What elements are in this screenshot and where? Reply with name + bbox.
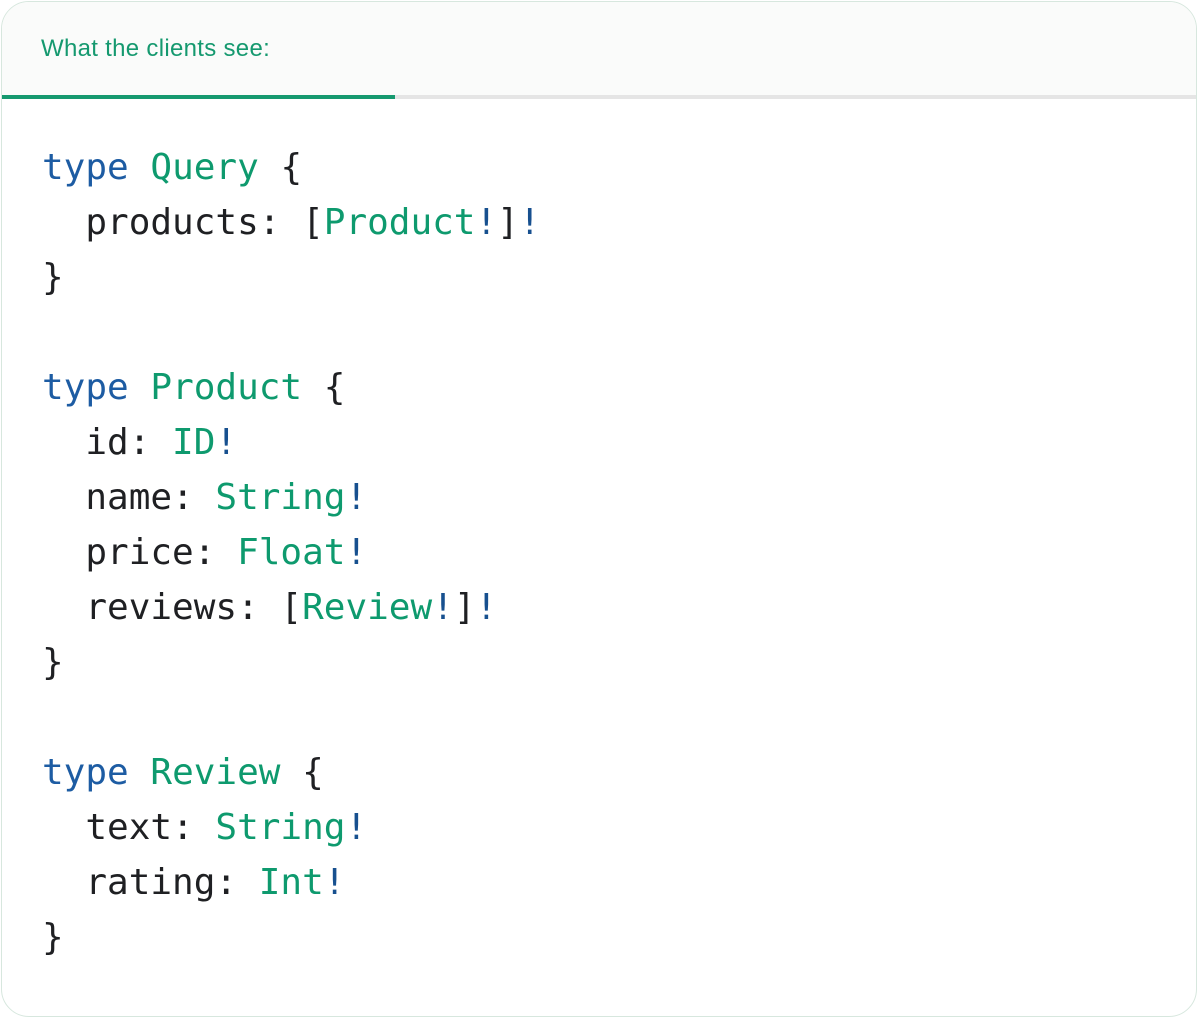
code-token-plain xyxy=(129,147,151,188)
code-line: type Query { xyxy=(42,140,541,195)
code-token-plain: } xyxy=(42,642,64,683)
code-token-type: Float xyxy=(237,532,346,573)
code-line: } xyxy=(42,635,541,690)
code-token-plain xyxy=(129,752,151,793)
code-line: } xyxy=(42,250,541,305)
code-token-plain xyxy=(129,367,151,408)
code-token-plain: { xyxy=(302,367,346,408)
code-line: rating: Int! xyxy=(42,855,541,910)
code-line: type Product { xyxy=(42,360,541,415)
code-token-type: Product xyxy=(323,202,476,243)
tab-bar: What the clients see: xyxy=(2,2,1196,99)
code-line: price: Float! xyxy=(42,525,541,580)
code-line: } xyxy=(42,910,541,965)
code-line: id: ID! xyxy=(42,415,541,470)
code-token-plain: products: [ xyxy=(42,202,324,243)
code-token-kw: type xyxy=(42,752,129,793)
code-token-plain: { xyxy=(258,147,303,188)
code-token-bang: ! xyxy=(432,587,454,628)
code-token-type: Review xyxy=(150,752,281,793)
code-token-plain: ] xyxy=(453,587,476,628)
tab-what-clients-see[interactable]: What the clients see: xyxy=(41,35,271,62)
code-line: name: String! xyxy=(42,470,541,525)
code-token-plain: } xyxy=(42,257,64,298)
code-token-plain: price: xyxy=(42,532,238,573)
code-token-plain: } xyxy=(42,917,64,958)
code-token-bang: ! xyxy=(323,862,346,903)
code-token-type: ID xyxy=(172,422,216,463)
tab-underline-track xyxy=(2,95,1196,99)
code-token-type: String xyxy=(215,807,346,848)
code-token-plain: ] xyxy=(497,202,519,243)
code-token-bang: ! xyxy=(518,202,541,243)
code-token-type: Review xyxy=(302,587,433,628)
code-token-bang: ! xyxy=(345,532,368,573)
code-token-type: String xyxy=(215,477,346,518)
code-block: type Query { products: [Product!]!} type… xyxy=(42,140,541,965)
code-token-type: Product xyxy=(150,367,303,408)
code-token-plain: id: xyxy=(42,422,173,463)
code-token-bang: ! xyxy=(475,202,498,243)
code-token-plain: text: xyxy=(42,807,216,848)
code-token-type: Query xyxy=(150,147,259,188)
code-line: reviews: [Review!]! xyxy=(42,580,541,635)
code-token-type: Int xyxy=(258,862,324,903)
code-token-plain: name: xyxy=(42,477,216,518)
code-token-bang: ! xyxy=(475,587,498,628)
code-token-bang: ! xyxy=(345,807,368,848)
code-token-kw: type xyxy=(42,147,129,188)
code-line: type Review { xyxy=(42,745,541,800)
code-token-plain: { xyxy=(280,752,324,793)
code-token-bang: ! xyxy=(215,422,238,463)
code-line xyxy=(42,305,541,360)
code-token-plain: rating: xyxy=(42,862,259,903)
code-token-kw: type xyxy=(42,367,129,408)
code-line: text: String! xyxy=(42,800,541,855)
code-line xyxy=(42,690,541,745)
code-line: products: [Product!]! xyxy=(42,195,541,250)
active-tab-indicator xyxy=(2,95,395,99)
code-token-bang: ! xyxy=(345,477,368,518)
code-token-plain: reviews: [ xyxy=(42,587,303,628)
